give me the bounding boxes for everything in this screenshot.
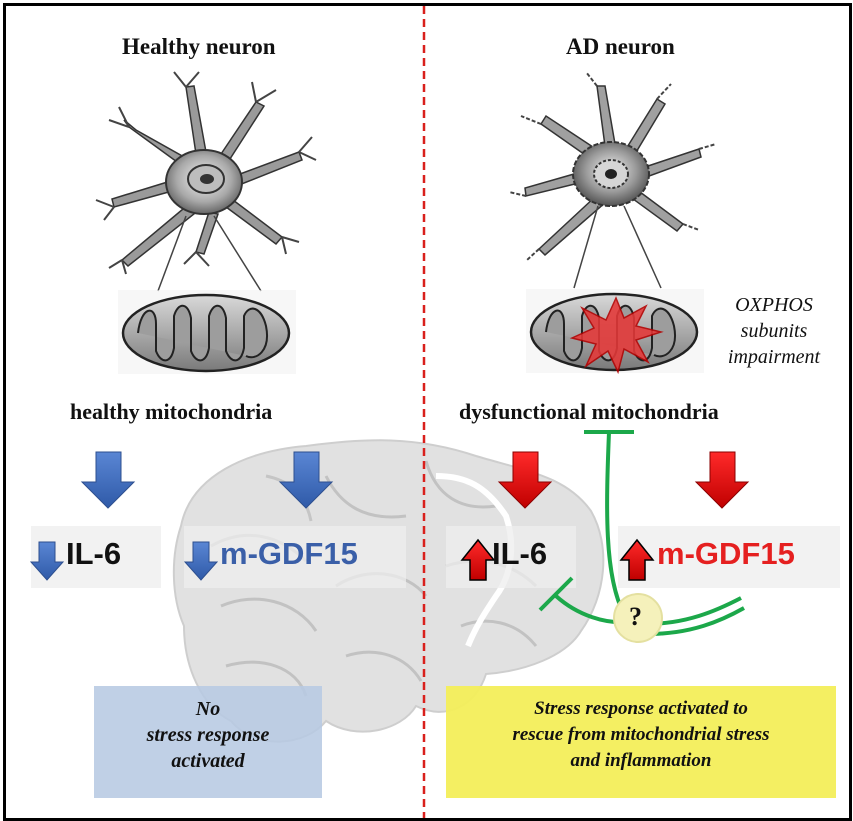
neuron-icon — [508, 71, 717, 261]
damage-burst-icon — [569, 296, 664, 375]
blue-down-arrow — [278, 451, 334, 509]
right-gdf15-label: m-GDF15 — [657, 536, 795, 571]
right-mitochondria-label: dysfunctional mitochondria — [459, 399, 719, 424]
blue-down-arrow — [80, 451, 136, 509]
red-down-arrow — [497, 451, 553, 509]
red-down-arrow — [694, 451, 750, 509]
figure-artwork — [29, 6, 840, 818]
gdf15-left-backdrop — [184, 526, 406, 588]
right-panel-title: AD neuron — [566, 34, 675, 59]
gdf15-right-backdrop — [618, 526, 840, 588]
il6-increase-icon — [460, 538, 496, 581]
left-il6-label: IL-6 — [66, 536, 122, 571]
oxphos-line-1: OXPHOS — [735, 294, 813, 316]
oxphos-line-2: subunits — [740, 320, 808, 342]
left-result-line-1: No — [195, 698, 221, 720]
right-result-box — [446, 686, 836, 798]
left-panel-title: Healthy neuron — [122, 34, 276, 59]
oxphos-note: OXPHOS subunits impairment — [718, 292, 830, 370]
right-result-line-2: rescue from mitochondrial stress — [512, 724, 770, 745]
gdf15-decrease-icon — [183, 541, 219, 581]
oxphos-line-3: impairment — [727, 346, 821, 368]
left-result-line-3: activated — [171, 750, 245, 772]
left-result-line-2: stress response — [146, 724, 270, 746]
left-result-text: No stress response activated — [94, 696, 322, 774]
left-result-box — [94, 686, 322, 798]
left-mitochondria-label: healthy mitochondria — [70, 399, 273, 424]
neuron-icon — [95, 71, 317, 275]
figure-frame: Healthy neuron healthy mitochondria IL-6… — [3, 3, 852, 821]
gdf15-increase-icon — [619, 538, 655, 581]
question-mark: ? — [629, 602, 642, 631]
right-result-line-1: Stress response activated to — [534, 698, 748, 719]
right-il6-label: IL-6 — [492, 536, 548, 571]
left-gdf15-label: m-GDF15 — [220, 536, 358, 571]
question-circle — [613, 593, 663, 643]
right-result-line-3: and inflammation — [570, 750, 712, 771]
il6-decrease-icon — [29, 541, 65, 581]
mitochondrion-icon — [118, 290, 296, 374]
right-result-text: Stress response activated to rescue from… — [446, 696, 836, 774]
